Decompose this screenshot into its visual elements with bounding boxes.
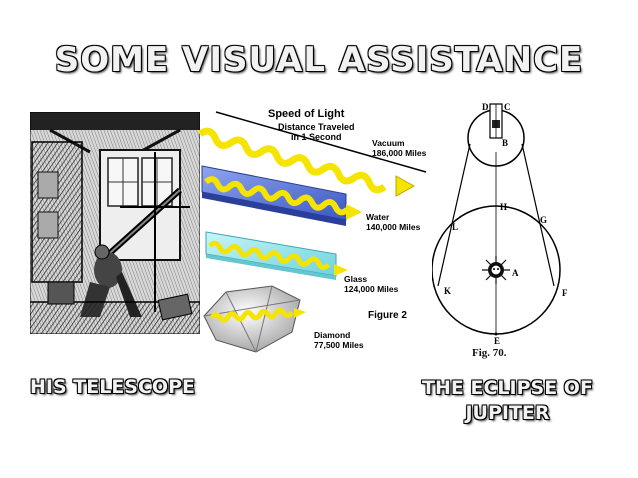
eclipse-diagram: D C B H G L A K F E Fig. 70. <box>432 98 607 363</box>
label-glass: Glass 124,000 Miles <box>344 274 398 294</box>
label-water: Water 140,000 Miles <box>366 212 420 232</box>
figure-distance: Distance Traveled in 1 Second <box>278 122 355 142</box>
distance-line-2: in 1 Second <box>291 132 342 142</box>
label-e: E <box>494 336 501 346</box>
medium-name: Diamond <box>314 330 351 340</box>
label-h: H <box>500 202 508 212</box>
figure-title: Speed of Light <box>268 108 345 120</box>
label-d: D <box>482 102 489 112</box>
caption-eclipse: The Eclipse of Jupiter <box>422 377 593 424</box>
speed-of-light-figure: Speed of Light Distance Traveled in 1 Se… <box>196 104 430 360</box>
medium-speed: 77,500 Miles <box>314 340 364 350</box>
label-diamond: Diamond 77,500 Miles <box>314 330 364 350</box>
water-wave <box>203 176 350 216</box>
label-k: K <box>444 286 452 296</box>
label-g: G <box>540 215 548 225</box>
caption-telescope: His Telescope <box>30 376 195 398</box>
label-a: A <box>512 268 519 278</box>
label-vacuum: Vacuum 186,000 Miles <box>372 138 426 158</box>
vacuum-wave <box>197 127 387 194</box>
medium-speed: 124,000 Miles <box>344 284 399 294</box>
medium-name: Water <box>366 212 390 222</box>
medium-speed: 140,000 Miles <box>366 222 421 232</box>
distance-line-1: Distance Traveled <box>278 122 355 132</box>
slide-title: Some Visual Assistance <box>54 40 584 80</box>
label-c: C <box>504 102 511 112</box>
glass-wave <box>208 240 331 270</box>
diamond-wave <box>209 307 294 323</box>
telescope-engraving <box>29 111 201 335</box>
medium-name: Glass <box>344 274 368 284</box>
diagram-caption: Fig. 70. <box>472 347 507 359</box>
label-b: B <box>502 138 509 148</box>
label-f: F <box>562 288 568 298</box>
medium-name: Vacuum <box>372 138 405 148</box>
medium-speed: 186,000 Miles <box>372 148 427 158</box>
label-l: L <box>452 222 459 232</box>
figure-number: Figure 2 <box>368 310 407 321</box>
sun-icon <box>482 256 510 284</box>
